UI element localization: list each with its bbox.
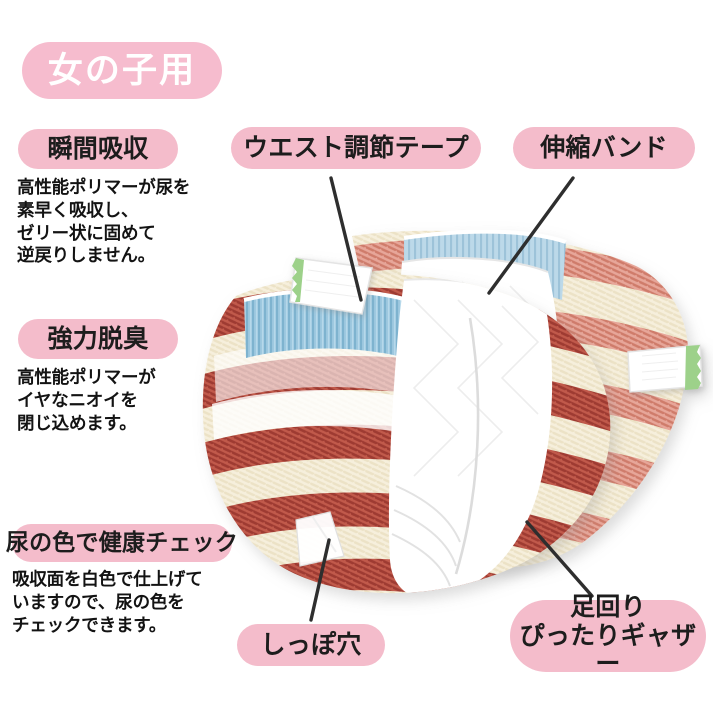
leader-lines: [309, 176, 594, 622]
callout-label-leg-gather-line1: 足回り: [570, 593, 646, 622]
waist-tape-right: [627, 344, 703, 393]
callout-label-waist-tape: ウエスト調節テープ: [243, 134, 469, 162]
feature-badge-deodorizing: 強力脱臭: [18, 319, 178, 359]
diaper-front: [202, 257, 611, 594]
feature-label-instant-absorption: 瞬間吸収: [47, 135, 149, 163]
title-badge: 女の子用: [22, 42, 222, 99]
title-label: 女の子用: [47, 50, 197, 90]
tail-hole: [295, 511, 345, 567]
callout-badge-waist-tape: ウエスト調節テープ: [231, 127, 481, 169]
callout-badge-tail-hole: しっぽ穴: [237, 624, 385, 666]
waist-tape-left: [289, 257, 373, 315]
feature-label-health-check: 尿の色で健康チェック: [5, 529, 239, 556]
callout-label-elastic-band: 伸縮バンド: [540, 134, 668, 162]
feature-body-health-check: 吸収面を白色で仕上げて いますので、尿の色を チェックできます。: [12, 569, 203, 635]
callout-badge-leg-gather: 足回り ぴったりギャザー: [510, 593, 706, 678]
feature-body-deodorizing: 高性能ポリマーが イヤなニオイを 閉じ込めます。: [17, 367, 156, 433]
feature-body-instant-absorption: 高性能ポリマーが尿を 素早く吸収し、 ゼリー状に固めて 逆戻りしません。: [17, 177, 191, 266]
leader-waist-tape: [329, 176, 363, 302]
leader-elastic-band: [487, 176, 575, 295]
callout-label-leg-gather-line2: ぴったりギャザー: [519, 621, 697, 679]
absorbent-panel-front: [388, 278, 553, 594]
leader-leg-gather: [525, 520, 594, 598]
feature-badge-health-check: 尿の色で健康チェック: [6, 524, 238, 562]
leader-tail-hole: [309, 538, 331, 622]
callout-label-tail-hole: しっぽ穴: [260, 631, 362, 659]
feature-badge-instant-absorption: 瞬間吸収: [18, 129, 178, 169]
callout-badge-elastic-band: 伸縮バンド: [513, 127, 695, 169]
feature-label-deodorizing: 強力脱臭: [47, 325, 149, 353]
